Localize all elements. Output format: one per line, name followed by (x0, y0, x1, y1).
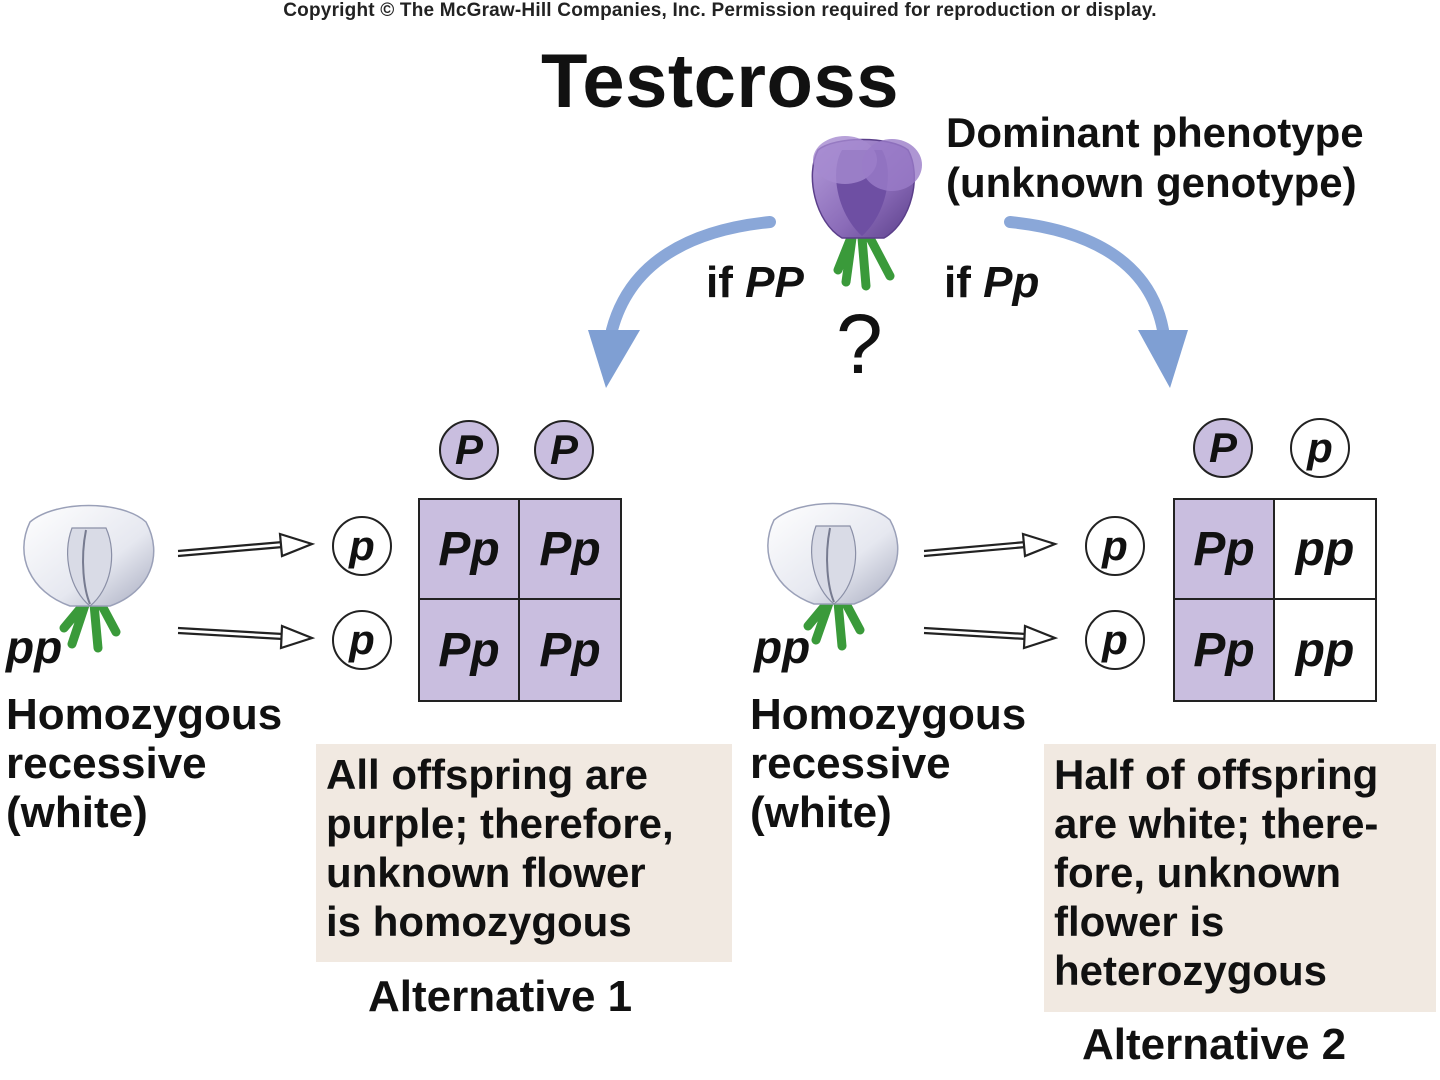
left-note-line2: purple; therefore, (326, 800, 674, 847)
unknown-label-line1: Dominant phenotype (946, 109, 1364, 156)
right-parent-label-line3: (white) (750, 788, 892, 837)
left-note-line4: is homozygous (326, 898, 632, 945)
if-pp-het-genotype: Pp (983, 258, 1040, 307)
left-cell-2: Pp (520, 500, 620, 600)
unknown-flower-label: Dominant phenotype (unknown genotype) (946, 108, 1364, 208)
white-flower-icon-right (767, 502, 899, 651)
right-side-allele-2: p (1085, 610, 1145, 670)
unknown-label-line2: (unknown genotype) (946, 159, 1357, 206)
right-punnett-square: Pp pp Pp pp (1173, 498, 1377, 702)
purple-flower-icon (811, 136, 922, 291)
left-note-line1: All offspring are (326, 751, 649, 798)
right-note-line3: fore, unknown (1054, 849, 1341, 896)
right-top-allele-1: P (1193, 418, 1253, 478)
question-mark: ? (836, 297, 883, 391)
if-pp-genotype: PP (745, 258, 804, 307)
right-cell-3: Pp (1175, 600, 1275, 700)
left-cell-1: Pp (420, 500, 520, 600)
left-cell-3: Pp (420, 600, 520, 700)
left-cell-4: Pp (520, 600, 620, 700)
cross-arrow-left-top (177, 532, 316, 558)
right-cell-2: pp (1275, 500, 1375, 600)
if-pp-het-prefix: if (944, 258, 984, 307)
right-parent-label-line1: Homozygous (750, 690, 1027, 739)
right-top-allele-2: p (1290, 418, 1350, 478)
left-side-allele-1: p (332, 516, 392, 576)
cross-arrow-left-bottom (177, 624, 316, 650)
right-cell-1: Pp (1175, 500, 1275, 600)
left-parent-genotype: pp (6, 621, 63, 673)
left-top-allele-1: P (439, 420, 499, 480)
curved-arrow-left (588, 216, 776, 388)
cross-arrow-right-bottom (923, 624, 1059, 650)
left-top-allele-2: P (534, 420, 594, 480)
left-parent-label: Homozygous recessive (white) (6, 690, 282, 837)
left-parent-label-line1: Homozygous (6, 690, 283, 739)
alternative-2-label: Alternative 2 (1082, 1020, 1347, 1069)
right-note-line2: are white; there- (1054, 800, 1379, 847)
cross-arrow-right-top (923, 532, 1059, 558)
left-conclusion-note: All offspring are purple; therefore, unk… (316, 744, 732, 962)
right-cell-4: pp (1275, 600, 1375, 700)
if-pp-label: if PP (706, 258, 804, 308)
right-side-allele-1: p (1085, 516, 1145, 576)
right-parent-label: Homozygous recessive (white) (750, 690, 1026, 837)
right-parent-genotype: pp (754, 621, 811, 673)
right-parent-label-line2: recessive (750, 739, 951, 788)
left-parent-label-line2: recessive (6, 739, 207, 788)
right-note-line4: flower is (1054, 898, 1225, 945)
if-pp-het-label: if Pp (944, 258, 1039, 308)
left-note-line3: unknown flower (326, 849, 646, 896)
right-note-line5: heterozygous (1054, 947, 1328, 994)
if-pp-prefix: if (706, 258, 746, 307)
right-note-line1: Half of offspring (1054, 751, 1379, 798)
copyright-notice: Copyright © The McGraw-Hill Companies, I… (283, 0, 1157, 21)
alternative-1-label: Alternative 1 (368, 972, 633, 1021)
right-conclusion-note: Half of offspring are white; there- fore… (1044, 744, 1436, 1012)
curved-arrow-right (1004, 216, 1188, 388)
left-parent-label-line3: (white) (6, 788, 148, 837)
white-flower-icon-left (23, 504, 155, 653)
left-side-allele-2: p (332, 610, 392, 670)
left-punnett-square: Pp Pp Pp Pp (418, 498, 622, 702)
diagram-title: Testcross (541, 39, 899, 124)
